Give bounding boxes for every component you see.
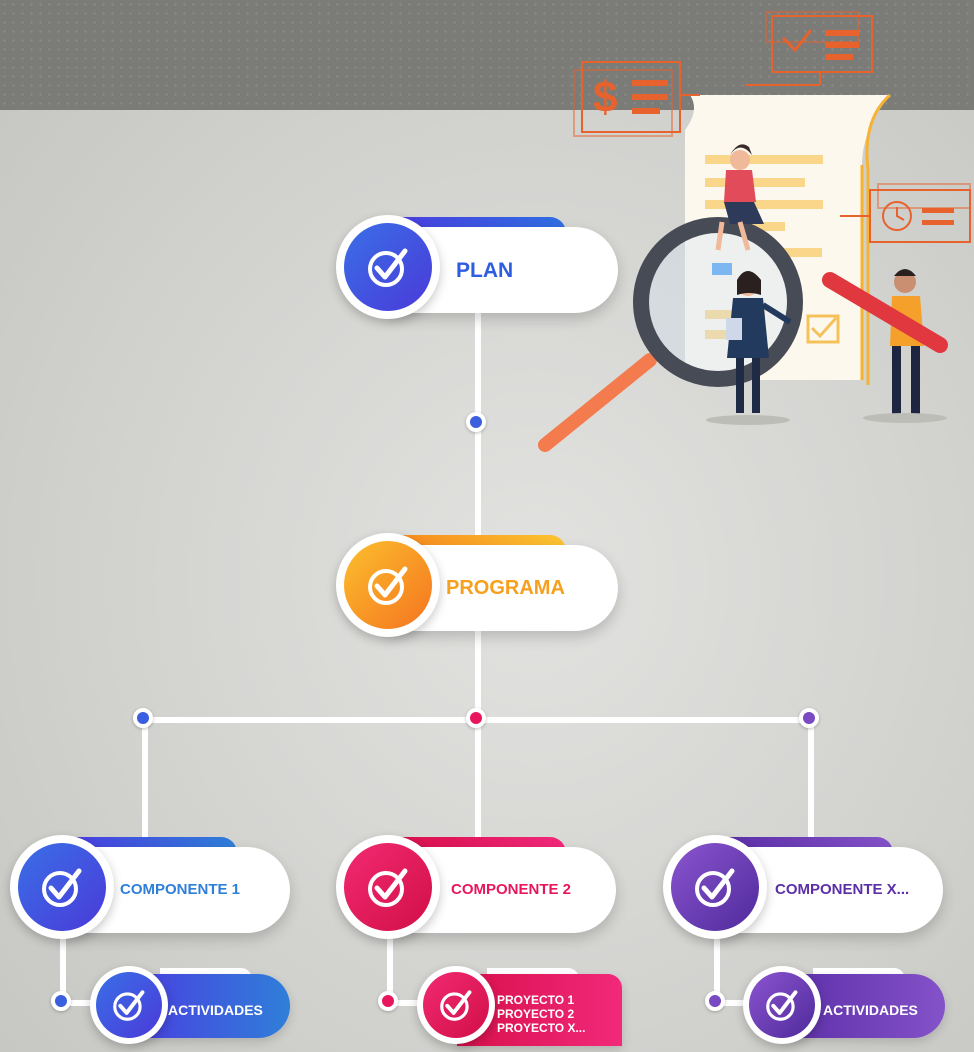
proyecto-1-label: PROYECTO 1 [497, 993, 575, 1007]
check-circle-icon [440, 990, 472, 1021]
junction-dot [51, 991, 71, 1011]
componente-2-label: COMPONENTE 2 [451, 881, 572, 898]
junction-dot [466, 708, 486, 728]
check-circle-icon [368, 566, 408, 605]
actividades-1-label: ACTIVIDADES [168, 1002, 263, 1018]
junction-dot [378, 991, 398, 1011]
check-circle-icon [766, 990, 798, 1021]
plan-label: PLAN [456, 259, 514, 282]
componente-x-label: COMPONENTE X... [775, 881, 910, 898]
junction-dot [799, 708, 819, 728]
check-circle-icon [42, 868, 82, 907]
person-sitting-illustration [715, 144, 764, 251]
junction-dot [133, 708, 153, 728]
check-circle-icon [695, 868, 735, 907]
junction-dot [466, 412, 486, 432]
header-band [0, 0, 974, 110]
proyectos-list: PROYECTO 1 PROYECTO 2 PROYECTO X... [497, 993, 585, 1035]
check-circle-icon [368, 248, 408, 287]
proyecto-x-label: PROYECTO X... [497, 1021, 586, 1035]
dollar-sign: $ [593, 73, 617, 122]
proyecto-2-label: PROYECTO 2 [497, 1007, 575, 1021]
person-standing-illustration [706, 263, 792, 425]
check-circle-icon [368, 868, 408, 907]
person-with-pencil-illustration [822, 269, 948, 423]
checkmark-document-icon [745, 11, 873, 86]
programa-label: PROGRAMA [446, 577, 565, 599]
actividades-x-label: ACTIVIDADES [823, 1002, 918, 1018]
componente-1-label: COMPONENTE 1 [120, 881, 241, 898]
check-circle-icon [113, 990, 145, 1021]
dollar-document-icon [573, 61, 700, 137]
junction-dot [705, 991, 725, 1011]
